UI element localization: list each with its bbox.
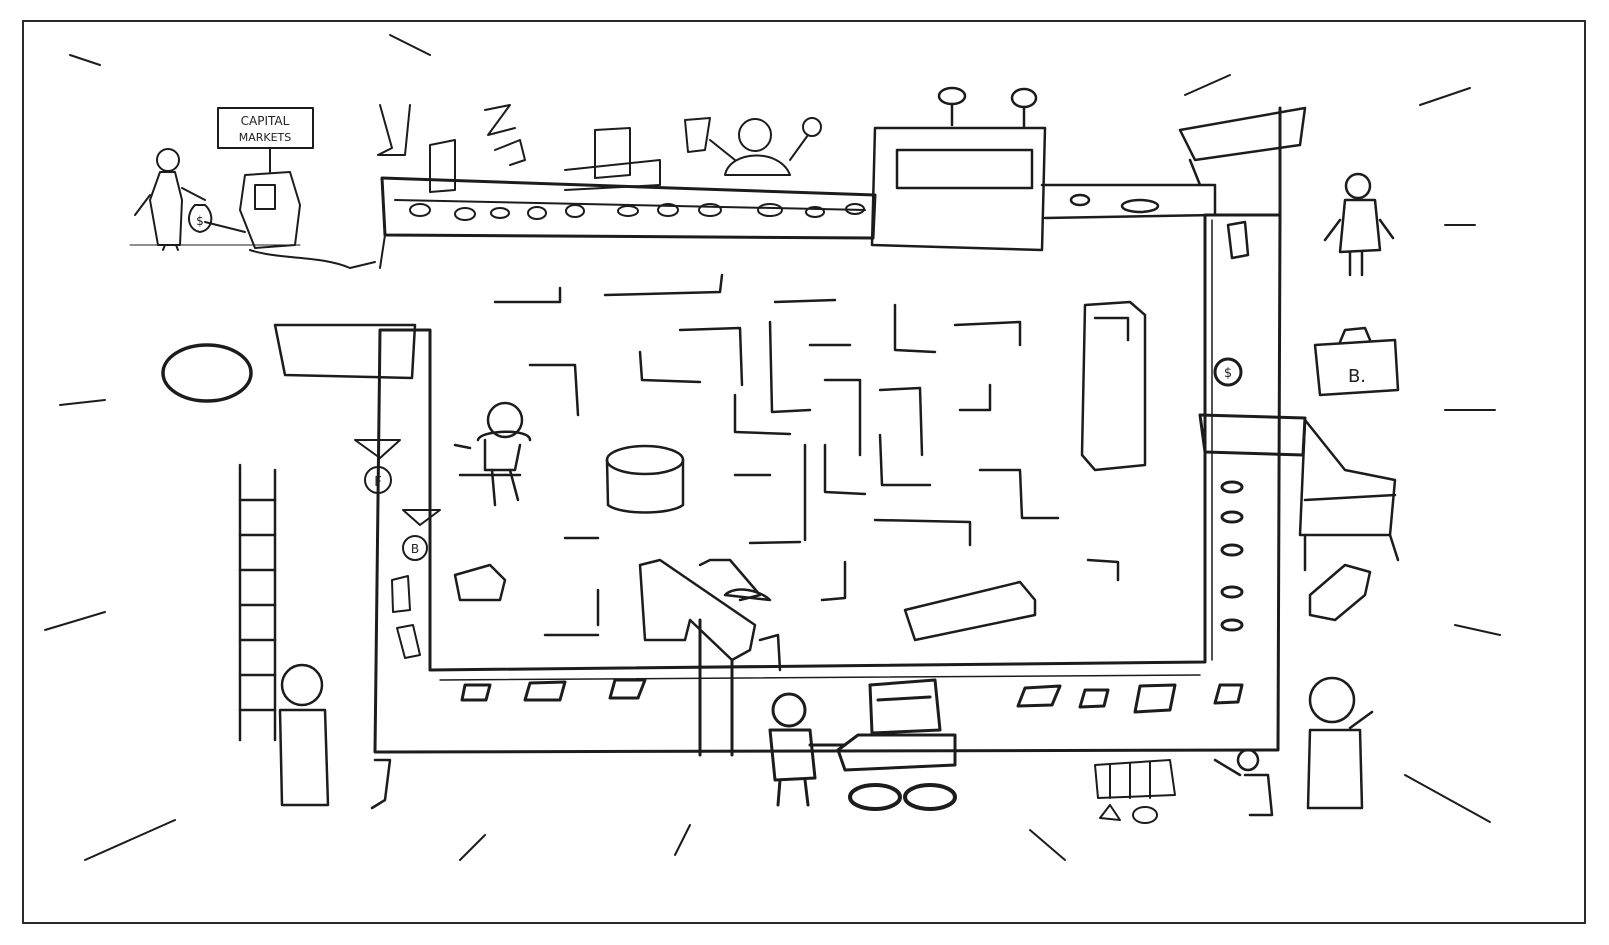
chute-token-b: B [411, 542, 419, 556]
bottom-right-worker [1213, 748, 1274, 817]
ladder [238, 463, 277, 742]
bottom-left-figure [278, 663, 392, 810]
bottom-right-cart [1094, 759, 1176, 824]
top-machine [870, 86, 1047, 252]
right-side-items: B. [1198, 172, 1400, 622]
conveyor-rollers [409, 203, 865, 221]
maze-objects [453, 300, 1147, 757]
sign-line-2: MARKETS [239, 131, 292, 144]
motion-lines [44, 34, 1501, 861]
capital-markets-stand: CAPITAL MARKETS $ [129, 107, 376, 269]
briefcase-label: B. [1348, 366, 1366, 387]
main-track: $ [273, 106, 1282, 754]
money-bag-symbol: $ [196, 214, 204, 228]
figure-head [156, 148, 180, 172]
worker-head [738, 118, 772, 152]
figure-head [1344, 172, 1372, 200]
left-oval-token [161, 343, 253, 403]
capital-markets-sign [217, 107, 314, 149]
figure-head [280, 663, 324, 707]
coin-symbol: $ [1224, 366, 1232, 381]
forklift [768, 678, 957, 811]
driver-head [771, 692, 807, 728]
top-conveyor [377, 104, 877, 269]
top-right-belt [1040, 106, 1307, 220]
right-edge-figure-bottom [1306, 676, 1374, 810]
sign-line-1: CAPITAL [241, 114, 290, 128]
maze-walls [493, 273, 1120, 637]
chute-token-f: F [374, 475, 381, 490]
left-chute-tokens: F B [354, 439, 441, 659]
